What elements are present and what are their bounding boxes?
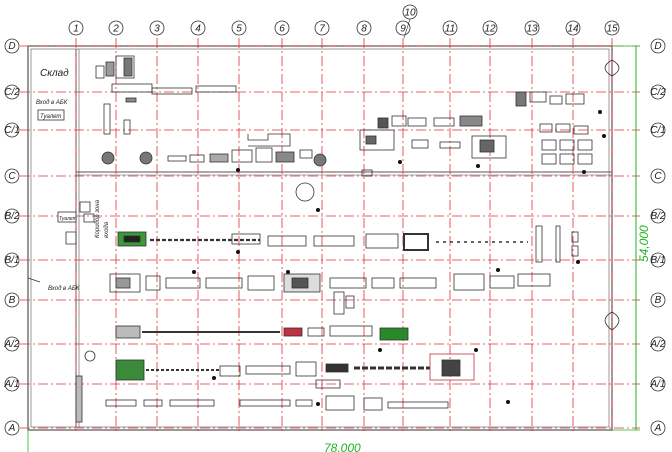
column-bubble: 3 — [149, 20, 165, 36]
column-bubble: 15 — [604, 20, 620, 36]
row-bubble-label: B/1 — [650, 255, 665, 266]
corridor-label-a: Коридор зона — [95, 199, 101, 238]
row-bubble-label: C/1 — [650, 125, 666, 136]
column-bubble-label: 8 — [361, 24, 367, 35]
column-bubble-label: 15 — [606, 24, 618, 35]
row-bubble: C/2 — [4, 84, 20, 100]
column-bubble-label: 6 — [279, 24, 285, 35]
row-bubble-label: D — [654, 41, 661, 52]
row-bubble-label: C/2 — [650, 87, 666, 98]
entry-mid-label: Вход в АБК — [48, 286, 80, 292]
right-wall-doors — [604, 59, 620, 331]
row-bubble: B/1 — [4, 252, 20, 268]
row-bubble: A — [650, 420, 666, 436]
corridor-label-b: входа — [104, 221, 110, 238]
row-bubble: A/2 — [3, 336, 20, 352]
row-bubble-label: C/2 — [4, 87, 20, 98]
column-bubble: 10 — [402, 4, 418, 39]
column-bubble: 1 — [68, 20, 84, 36]
column-bubble: 8 — [356, 20, 372, 36]
row-bubble-label: B/1 — [4, 255, 19, 266]
row-bubble-label: A/2 — [3, 339, 19, 350]
column-bubble-label: 3 — [154, 24, 160, 35]
column-bubble-label: 12 — [484, 24, 496, 35]
warehouse-label: Склад — [40, 68, 69, 79]
column-bubble-label: 1 — [73, 24, 79, 35]
row-bubble-label: B — [9, 295, 16, 306]
production-lines — [75, 182, 579, 423]
row-bubble-label: D — [8, 41, 15, 52]
column-bubble-label: 4 — [195, 24, 201, 35]
column-bubble-label: 9 — [400, 24, 406, 35]
column-bubble-label: 2 — [112, 24, 119, 35]
column-bubble: 4 — [190, 20, 206, 36]
row-bubble: C/2 — [650, 84, 666, 100]
column-bubble: 14 — [565, 20, 581, 36]
row-bubble: B/1 — [650, 252, 666, 268]
entry-top-label: Вход в АБК — [36, 100, 68, 106]
toilet-mid-box — [57, 211, 77, 223]
row-bubble-label: B — [655, 295, 662, 306]
column-bubble-label: 10 — [404, 8, 416, 19]
row-bubble: B/2 — [4, 208, 20, 224]
dimension-width: 78,000 — [27, 430, 361, 452]
column-bubble-label: 13 — [526, 24, 538, 35]
column-bubble: 7 — [314, 20, 330, 36]
row-bubble: D — [4, 38, 20, 54]
dimension-height: 54,000 — [612, 45, 651, 431]
row-bubble-label: B/2 — [4, 211, 19, 222]
row-bubble-label: C/1 — [4, 125, 20, 136]
row-bubble: C/1 — [4, 122, 20, 138]
column-bubble-label: 5 — [236, 24, 242, 35]
toilet-top-label: Туалет — [40, 114, 61, 120]
left-wall-doors — [27, 231, 77, 283]
column-bubble: 2 — [108, 20, 124, 36]
column-bubble: 5 — [231, 20, 247, 36]
upper-zone-equipment — [95, 55, 593, 177]
row-bubble-label: A/1 — [649, 379, 665, 390]
column-bubble: 13 — [524, 20, 540, 36]
row-bubble: B/2 — [650, 208, 666, 224]
row-bubble-label: A/1 — [3, 379, 19, 390]
row-bubble-label: A — [654, 423, 662, 434]
toilet-mid-label: Туалет — [59, 216, 77, 222]
row-bubble: C/1 — [650, 122, 666, 138]
column-bubble-label: 14 — [567, 24, 579, 35]
column-bubble: 6 — [274, 20, 290, 36]
row-bubble-label: A — [8, 423, 16, 434]
row-bubble: A — [4, 420, 20, 436]
column-bubble-label: 7 — [319, 24, 325, 35]
column-dots — [192, 110, 606, 406]
row-bubble: D — [650, 38, 666, 54]
toilet-top-box — [37, 109, 65, 121]
row-bubble: A/1 — [649, 376, 666, 392]
row-bubble-label: B/2 — [650, 211, 665, 222]
row-bubble: C — [4, 168, 20, 184]
row-bubble-label: C — [654, 171, 662, 182]
row-bubble: B — [4, 292, 20, 308]
dimension-height-label: 54,000 — [637, 225, 651, 262]
column-bubble: 12 — [482, 20, 498, 36]
row-bubble-label: C — [8, 171, 16, 182]
row-bubble: C — [650, 168, 666, 184]
row-bubble: A/2 — [649, 336, 666, 352]
row-bubble-label: A/2 — [649, 339, 665, 350]
axis-grid — [20, 38, 640, 432]
column-bubble: 11 — [442, 20, 458, 36]
dimension-width-label: 78,000 — [324, 441, 361, 452]
column-bubble: 9 — [395, 20, 411, 36]
column-bubble-label: 11 — [445, 24, 455, 35]
row-bubble: B — [650, 292, 666, 308]
row-bubble: A/1 — [3, 376, 20, 392]
